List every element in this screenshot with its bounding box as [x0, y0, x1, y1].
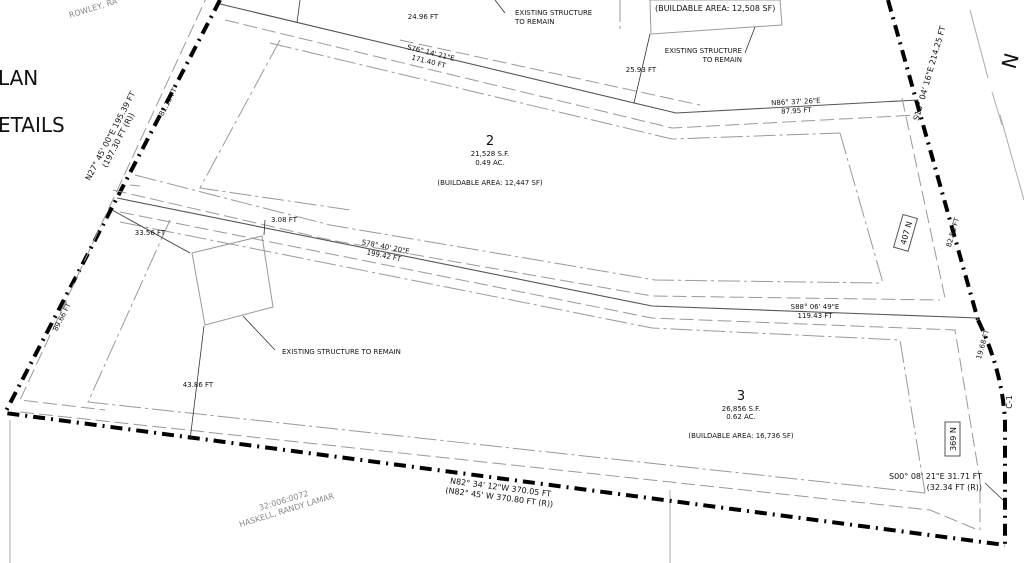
lot2-address-tag: 407 N: [893, 213, 919, 252]
note-existing-structure-lot3: EXISTING STRUCTURE TO REMAIN: [282, 348, 401, 356]
curve-label: C-1: [1005, 395, 1014, 409]
bearing-west: N27° 45' 00"E 195.39 FT: [84, 90, 138, 182]
note-to-remain-2: TO REMAIN: [702, 56, 742, 64]
lot3-address: 369 N: [949, 427, 958, 451]
lot-line-1-2: [219, 3, 919, 114]
lot3-number: 3: [737, 389, 745, 404]
note-existing-structure-2: EXISTING STRUCTURE: [665, 47, 742, 55]
lot2-buildable-area: (BUILDABLE AREA: 12,447 SF): [437, 179, 543, 187]
distance-1-2b: 87.95 FT: [781, 106, 813, 116]
lot3-buildable-area: (BUILDABLE AREA: 16,736 SF): [688, 432, 794, 440]
dim-33-56: 33.56 FT: [135, 229, 166, 237]
dimension-leaders: [111, 0, 1004, 501]
existing-structure-lot1: [649, 0, 783, 35]
note-existing-structure: EXISTING STRUCTURE: [515, 9, 592, 17]
lot1-buildable-area: (BUILDABLE AREA: 12,508 SF): [655, 4, 775, 13]
sheet-title-fragment-plan: LAN: [0, 66, 38, 90]
lot3-address-tag: 369 N: [944, 421, 961, 457]
dim-east-lot2: 82.53 FT: [945, 216, 961, 248]
bearing-southeast: S00° 08' 21"E 31.71 FT: [889, 472, 982, 481]
lot-line-2-3: [116, 197, 979, 319]
distance-2-3b: 119.43 FT: [798, 312, 834, 320]
north-fragment: N: [997, 50, 1024, 71]
lot3-acres: 0.62 AC.: [726, 413, 756, 421]
existing-structure-lot3: [191, 235, 274, 326]
dim-3-08: 3.08 FT: [271, 216, 298, 224]
lot3-square-feet: 26,856 S.F.: [722, 405, 761, 413]
lot2-number: 2: [486, 134, 494, 149]
dim-west-lot2: 81.13 FT: [158, 86, 179, 117]
lot2-acres: 0.49 AC.: [475, 159, 505, 167]
dim-24-96: 24.96 FT: [408, 13, 439, 21]
bearing-2-3b: S88° 06' 49"E: [791, 303, 840, 311]
setback-lines: [19, 0, 981, 531]
dim-25-93: 25.93 FT: [626, 66, 657, 74]
neighbor-label-top: ROWLEY, RA: [68, 0, 119, 20]
dim-43-86: 43.86 FT: [183, 381, 214, 389]
bearing-east: S16° 04' 16"E 214.25 FT: [912, 25, 948, 122]
bearing-southeast-record: (32.34 FT (R)): [927, 483, 982, 492]
sheet-title-fragment-details: ETAILS: [0, 113, 65, 137]
property-boundary: [1, 0, 1007, 547]
lot2-square-feet: 21,528 S.F.: [471, 150, 510, 158]
note-to-remain: TO REMAIN: [514, 18, 554, 26]
bearing-1-2b: N86° 37' 26"E: [771, 97, 821, 108]
